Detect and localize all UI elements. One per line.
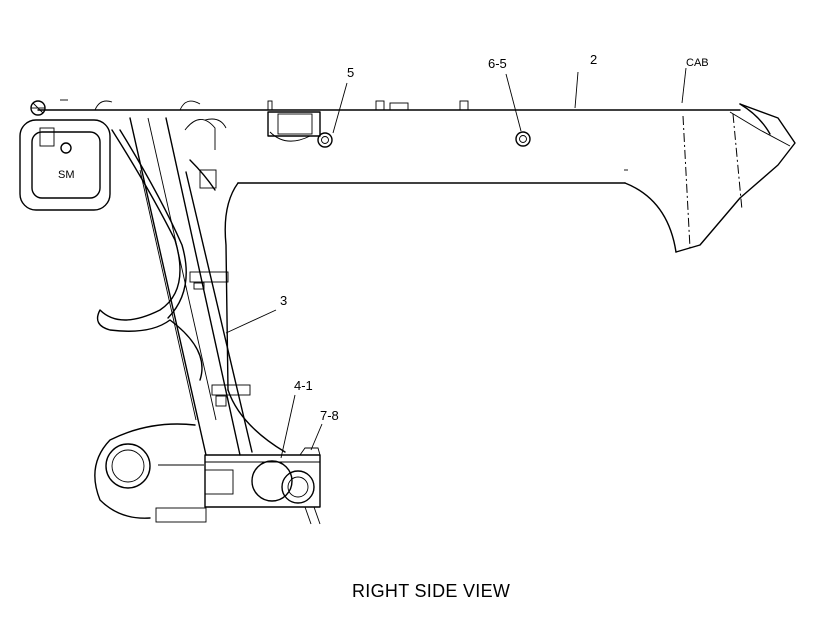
hose-clamps	[189, 271, 251, 407]
callout-6-5: 6-5	[488, 56, 507, 71]
valve-block	[267, 111, 333, 148]
lower-pivot	[94, 423, 207, 523]
bucket-cylinder-mount	[204, 447, 321, 525]
callout-4-1: 4-1	[294, 378, 313, 393]
callout-3: 3	[280, 293, 287, 308]
boom-arm	[37, 103, 796, 453]
leader-lines	[225, 67, 687, 459]
grease-fitting	[515, 131, 531, 147]
boom-top-fittings	[94, 100, 469, 111]
view-caption: RIGHT SIDE VIEW	[352, 581, 510, 601]
stick-arm	[129, 117, 253, 456]
callout-cab: CAB	[686, 57, 709, 69]
callout-5: 5	[347, 65, 354, 80]
hydraulic-hoses	[96, 118, 227, 381]
callout-7-8: 7-8	[320, 408, 339, 423]
callout-2: 2	[590, 52, 597, 67]
svg-text:SM: SM	[58, 169, 75, 181]
boom-cylinder-head: SM	[19, 99, 111, 211]
